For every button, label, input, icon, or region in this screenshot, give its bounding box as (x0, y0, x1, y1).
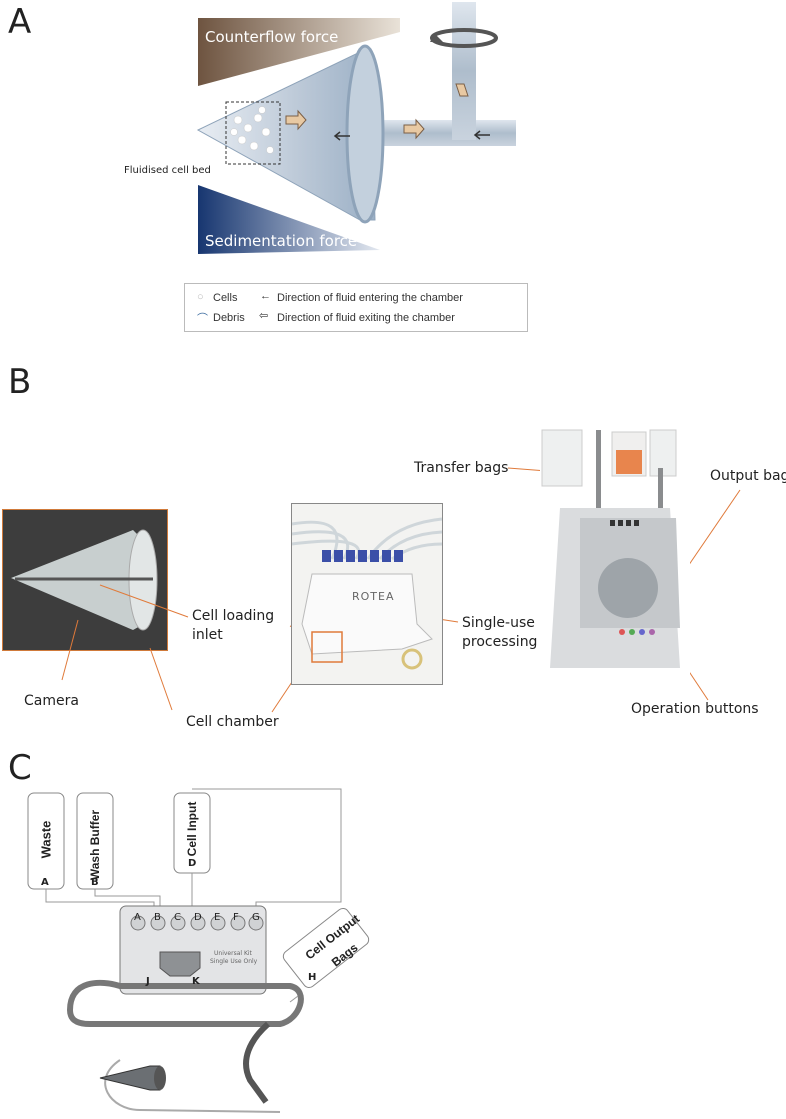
port-j: J (146, 976, 150, 987)
hollow-arrow-icon: ⇦ (259, 310, 269, 322)
cell-bed-label: Fluidised cell bed (124, 165, 211, 176)
cell-chamber-label: Cell chamber (186, 714, 279, 730)
output-bag-label: Output bag (710, 468, 786, 484)
wash-buffer-port: B (91, 877, 99, 888)
port-f: F (233, 912, 239, 923)
legend-cells: Cells (213, 292, 238, 304)
cell-loading-inlet-label-1: Cell loading (192, 608, 275, 624)
transfer-bags-label: Transfer bags (414, 460, 509, 476)
legend-exiting: Direction of fluid exiting the chamber (277, 312, 455, 324)
single-use-label-2: processing kit (462, 634, 560, 650)
kit-photo (291, 503, 443, 685)
panel-letter-b: B (8, 362, 32, 402)
legend-entering: Direction of fluid entering the chamber (277, 292, 463, 304)
port-g: G (252, 912, 260, 923)
port-e: E (214, 912, 221, 923)
port-k: K (192, 976, 200, 987)
panel-letter-c: C (8, 748, 32, 788)
cell-input-label: Cell Input (185, 801, 199, 857)
cell-bed-box (225, 101, 281, 165)
counterflow-diagram (196, 2, 516, 254)
operation-buttons-label: Operation buttons (631, 701, 759, 717)
legend: ○ Cells ← Direction of fluid entering th… (184, 283, 528, 332)
port-a: A (134, 912, 141, 923)
chamber-rim (345, 44, 385, 224)
rotation-arrow (430, 28, 498, 48)
kit-text-1: Universal Kit (214, 950, 252, 957)
cell-output-bag (282, 907, 370, 989)
debris-icon: ⌒ (197, 313, 208, 325)
thin-arrow-icon: ← (260, 290, 271, 302)
cell-input-port: D (188, 858, 197, 869)
wash-buffer-label: Wash Buffer (88, 809, 102, 881)
sedimentation-wedge (198, 185, 380, 254)
camera-label: Camera (24, 693, 79, 709)
legend-debris: Debris (213, 312, 245, 324)
chamber-photo (2, 509, 168, 651)
instrument-photo (540, 428, 690, 680)
kit-schematic (27, 788, 370, 1113)
counterflow-label: Counterflow force (205, 28, 339, 46)
counterflow-wedge (198, 18, 400, 86)
kit-brand: ROTEA (352, 590, 395, 603)
waste-port: A (41, 877, 49, 888)
panel-letter-a: A (8, 2, 32, 42)
port-b: B (154, 912, 161, 923)
port-c: C (174, 912, 181, 923)
sedimentation-label: Sedimentation force (205, 232, 358, 250)
cells-icon: ○ (197, 291, 204, 303)
single-use-label-1: Single-use (462, 615, 535, 631)
pipe-vertical (452, 2, 476, 140)
port-d: D (194, 912, 202, 923)
kit-text-2: Single Use Only (210, 958, 258, 965)
cell-loading-inlet-label-2: inlet (192, 627, 223, 643)
cell-output-port: H (308, 972, 317, 983)
waste-label: Waste (38, 820, 54, 859)
